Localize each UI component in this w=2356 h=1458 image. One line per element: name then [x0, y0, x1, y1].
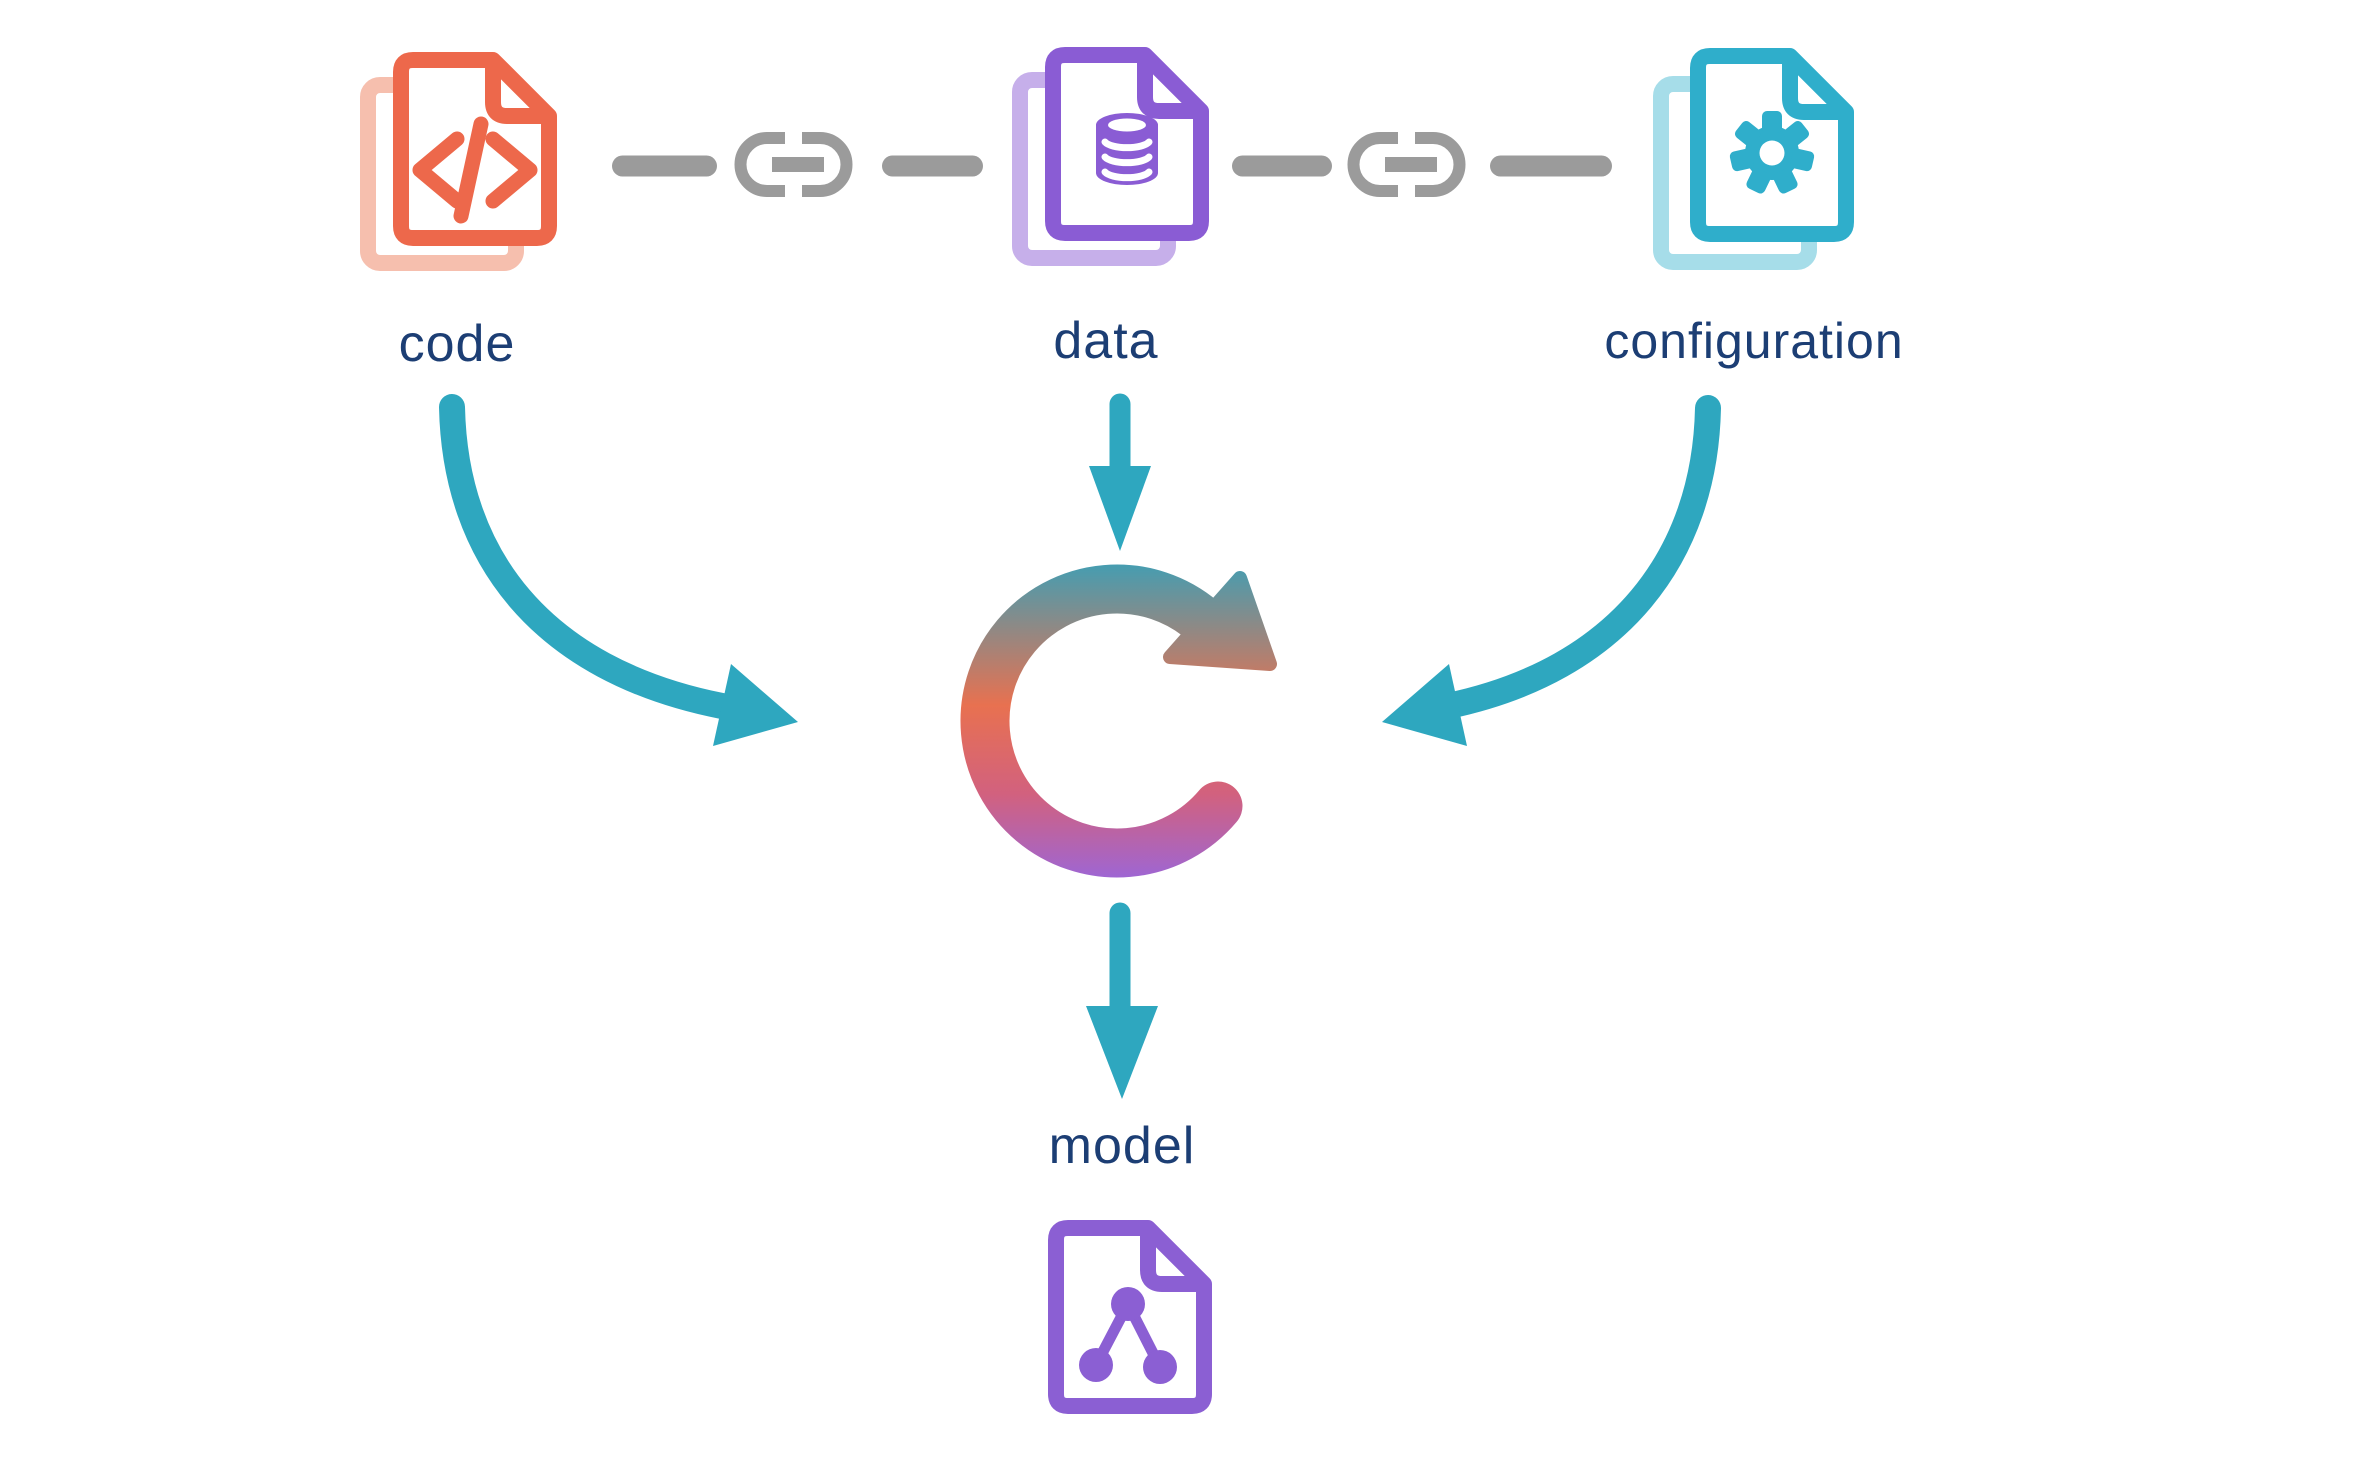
model-file-icon — [1048, 1220, 1212, 1414]
cycle-arrowhead — [1163, 571, 1277, 671]
chain-dash — [1232, 155, 1332, 177]
chain-dash — [612, 155, 717, 177]
database-icon — [1096, 113, 1158, 185]
arrowhead — [1086, 1006, 1158, 1099]
arrowhead — [1382, 664, 1467, 746]
file-fold — [485, 60, 549, 124]
arrow-configuration-to-cycle — [1382, 395, 1721, 746]
arrow-cycle-to-model — [1086, 902, 1158, 1099]
model-label: model — [1048, 1117, 1196, 1175]
graph-icon — [1079, 1287, 1177, 1384]
file-fold — [1140, 1228, 1204, 1292]
refresh-cycle-icon — [960, 564, 1277, 878]
arrowhead — [713, 664, 798, 746]
arrowhead — [1089, 466, 1151, 551]
chain-link-icon — [1347, 132, 1466, 197]
data-file-icon — [1012, 47, 1209, 266]
file-fold — [1137, 55, 1201, 119]
arrow-data-to-cycle — [1089, 393, 1151, 551]
config-file-icon — [1653, 48, 1854, 270]
chain-dash — [882, 155, 983, 177]
chain-dash — [1490, 155, 1612, 177]
code-brackets-icon — [412, 116, 538, 224]
chain-row — [612, 132, 1612, 197]
arrow-code-to-cycle — [439, 394, 798, 746]
file-fold — [1782, 56, 1846, 120]
data-label: data — [1053, 312, 1159, 370]
configuration-label: configuration — [1604, 313, 1904, 369]
code-file-icon — [360, 52, 557, 271]
gear-icon — [1729, 111, 1815, 194]
code-label: code — [398, 315, 516, 373]
chain-link-icon — [734, 132, 853, 197]
